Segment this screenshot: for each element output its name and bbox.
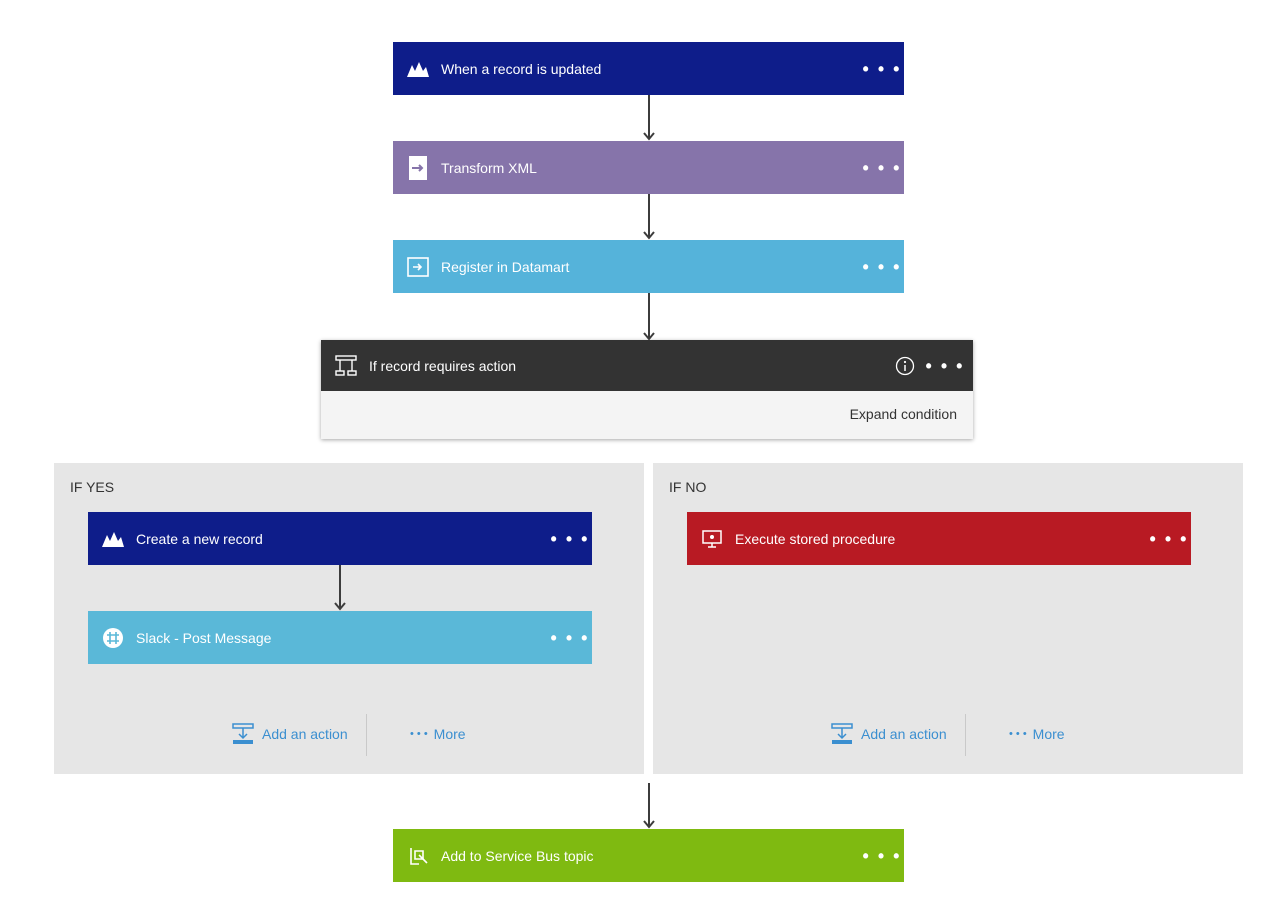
branch-title: IF NO: [669, 479, 707, 495]
action-divider: [366, 714, 367, 756]
expand-condition-link[interactable]: Expand condition: [849, 406, 957, 422]
branch-title: IF YES: [70, 479, 115, 495]
service-bus-icon: [405, 843, 431, 869]
more-button-no[interactable]: • • • More: [1009, 712, 1065, 756]
step-label: Slack - Post Message: [136, 629, 272, 646]
more-button-yes[interactable]: • • • More: [410, 712, 466, 756]
step-label: Add to Service Bus topic: [441, 847, 594, 864]
step-execute-stored-procedure[interactable]: Execute stored procedure • • •: [687, 512, 1191, 565]
flow-arrow: [643, 194, 655, 240]
condition-header[interactable]: If record requires action • • •: [321, 340, 973, 391]
flow-arrow: [643, 293, 655, 341]
action-divider: [965, 714, 966, 756]
step-label: Execute stored procedure: [735, 530, 896, 547]
add-action-label: Add an action: [262, 726, 348, 742]
transform-xml-icon: [405, 155, 431, 181]
condition-card: If record requires action • • • Expand c…: [321, 340, 973, 439]
step-menu-button[interactable]: • • •: [550, 528, 590, 549]
step-when-record-updated[interactable]: When a record is updated • • •: [393, 42, 904, 95]
step-slack-post-message[interactable]: Slack - Post Message • • •: [88, 611, 592, 664]
add-action-label: Add an action: [861, 726, 947, 742]
sql-server-icon: [699, 526, 725, 552]
add-action-button-yes[interactable]: Add an action: [231, 712, 348, 756]
more-dots-icon: • • •: [410, 728, 428, 740]
add-action-icon: [231, 722, 255, 746]
info-icon[interactable]: [893, 356, 917, 376]
more-label: More: [1032, 726, 1065, 742]
condition-menu-button[interactable]: • • •: [925, 355, 965, 376]
condition-label: If record requires action: [369, 357, 517, 374]
step-label: Transform XML: [441, 159, 537, 176]
step-menu-button[interactable]: • • •: [862, 157, 902, 178]
step-register-datamart[interactable]: Register in Datamart • • •: [393, 240, 904, 293]
flow-arrow: [334, 565, 346, 611]
more-dots-icon: • • •: [1009, 728, 1027, 740]
flow-arrow: [643, 95, 655, 141]
step-menu-button[interactable]: • • •: [550, 627, 590, 648]
datamart-icon: [405, 254, 431, 280]
step-menu-button[interactable]: • • •: [1149, 528, 1189, 549]
flow-arrow: [643, 783, 655, 829]
step-menu-button[interactable]: • • •: [862, 845, 902, 866]
step-label: Create a new record: [136, 530, 263, 547]
step-menu-button[interactable]: • • •: [862, 58, 902, 79]
condition-icon: [333, 353, 359, 379]
step-label: When a record is updated: [441, 60, 602, 77]
dynamics-crm-icon: [405, 56, 431, 82]
more-label: More: [433, 726, 466, 742]
step-label: Register in Datamart: [441, 258, 570, 275]
step-menu-button[interactable]: • • •: [862, 256, 902, 277]
step-transform-xml[interactable]: Transform XML • • •: [393, 141, 904, 194]
add-action-button-no[interactable]: Add an action: [830, 712, 947, 756]
slack-icon: [100, 625, 126, 651]
step-add-to-service-bus-topic[interactable]: Add to Service Bus topic • • •: [393, 829, 904, 882]
step-create-new-record[interactable]: Create a new record • • •: [88, 512, 592, 565]
branch-if-no: IF NO: [653, 463, 1243, 774]
dynamics-crm-icon: [100, 526, 126, 552]
add-action-icon: [830, 722, 854, 746]
